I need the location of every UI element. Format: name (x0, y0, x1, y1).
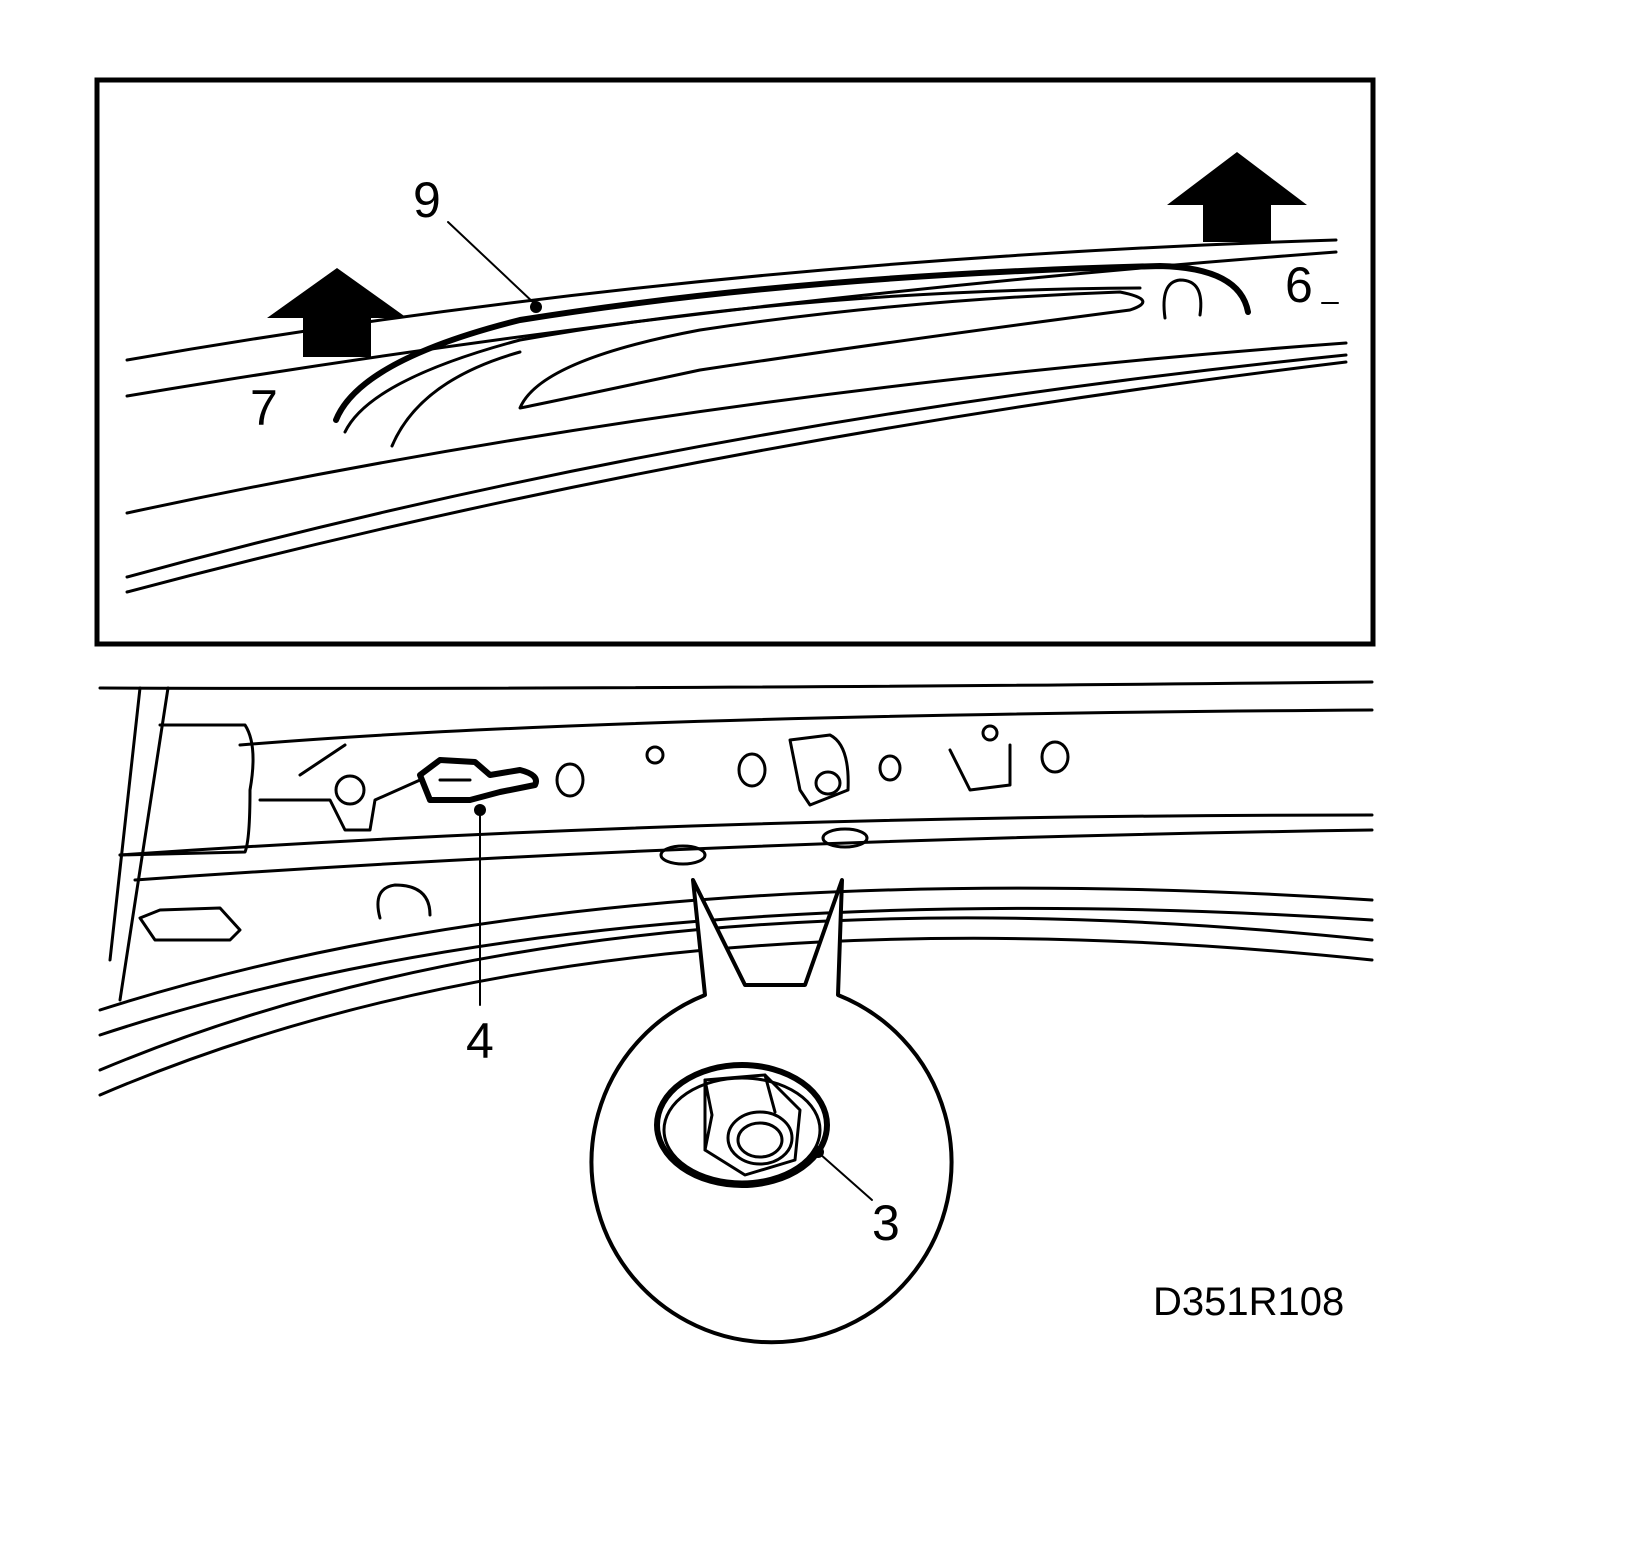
inset-panel: 9 7 6 (94, 77, 1376, 647)
leader-dot-9 (530, 301, 542, 313)
callout-4: 4 (466, 1013, 494, 1069)
left-bracket (118, 723, 432, 942)
callout-9: 9 (413, 172, 441, 228)
main-view: 4 (98, 680, 1374, 1097)
lift-arrow-left (267, 268, 407, 357)
callout-6: 6 (1285, 257, 1313, 313)
flange-nut (654, 1062, 830, 1188)
leader-line-9 (447, 221, 537, 306)
stud-hole-right (821, 827, 869, 849)
center-bracket (788, 733, 1012, 807)
figure-code: D351R108 (1153, 1280, 1344, 1324)
roof-panel-outline (98, 680, 1374, 1097)
detail-magnifier: 3 (589, 878, 954, 1345)
leader-line-3 (819, 1153, 873, 1201)
magnifier-outline (589, 878, 954, 1345)
panel-holes (555, 724, 1070, 798)
stud-hole-left (659, 844, 707, 866)
callout-7: 7 (250, 380, 278, 436)
lift-arrow-right (1167, 152, 1307, 242)
inset-frame (94, 77, 1376, 647)
connector (417, 757, 539, 803)
leader-dot-4 (474, 804, 486, 816)
roof-rail (333, 263, 1251, 448)
callout-3: 3 (872, 1195, 900, 1251)
